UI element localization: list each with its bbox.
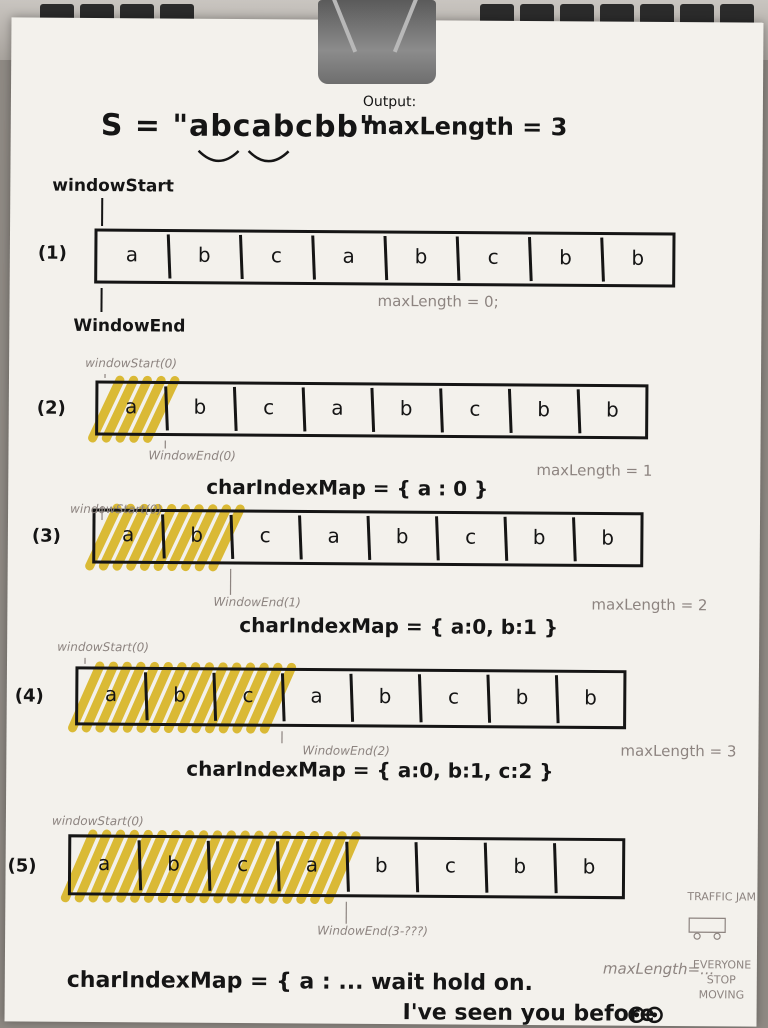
row-number: (3) [32,526,61,547]
title-bracket [199,151,239,161]
array-cell: b [347,853,416,877]
array-cell: a [97,394,166,418]
seen-you-before-text: I've seen you before [402,1000,654,1027]
array-cell: b [509,397,578,421]
paper-sheet: S = "abcabcbb" Output: maxLength = 3 win… [5,17,764,1026]
traffic-jam-text: TRAFFIC JAM [687,890,756,903]
array-cell: b [372,396,441,420]
array-cell: c [416,853,485,877]
window-start-label: windowStart [52,176,174,197]
row-number: (5) [8,855,37,876]
array-cell: b [165,394,234,418]
max-length-note: maxLength = 2 [591,595,707,614]
array-cell: a [94,522,163,546]
window-end-note: WindowEnd(1) [213,595,300,610]
binder-clip [318,0,436,84]
stop-text: STOP [707,973,736,986]
array-cell: c [240,243,312,268]
everyone-text: EVERYONE [693,958,751,971]
array-cell: c [436,524,505,548]
char-index-map: charIndexMap = { a:0, b:1 } [239,613,558,639]
array-cell: a [299,523,368,547]
max-length-note: maxLength = 0; [377,292,498,311]
array-cell: a [96,242,168,267]
array-cell: b [145,682,214,706]
array-cell: c [234,395,303,419]
char-index-map: charIndexMap = { a:0, b:1, c:2 } [186,757,553,784]
max-length-note: maxLength = 1 [536,461,652,480]
car-doodle [689,918,725,932]
max-length-note: maxLength = 3 [620,742,736,761]
window-start-note: windowStart(0) [52,814,144,829]
window-end-label: WindowEnd [73,316,185,337]
array-cell: b [573,525,642,549]
window-end-note: WindowEnd(3-???) [317,924,428,939]
clip-wire [393,0,419,53]
array-cell: b [488,685,557,709]
array-cell: c [457,245,529,270]
array-cell: a [77,682,146,706]
array-cell: a [303,395,372,419]
array-cell: c [440,396,509,420]
array-cell: a [282,683,351,707]
array-cell: b [351,684,420,708]
array-cell: b [556,685,625,709]
array-cell: b [485,854,554,878]
array-cell: a [277,852,346,876]
array-cell: a [313,243,385,268]
string-definition: S = "abcabcbb" [101,108,376,145]
array-cell: b [139,851,208,875]
array-cell: b [168,242,240,267]
window-start-note: windowStart(0) [57,640,149,655]
car-wheel [694,933,700,939]
array-cell: b [554,854,623,878]
clip-wire [331,0,357,53]
car-wheel [714,933,720,939]
window-start-note: windowStart(0) [85,356,177,371]
row-number: (2) [37,398,66,419]
array-cell: b [602,246,674,271]
output-value: maxLength = 3 [363,112,568,141]
row-number: (4) [15,685,44,706]
final-map-text: charIndexMap = { a : ... wait hold on. [67,968,533,996]
array-cell: c [208,852,277,876]
output-label: Output: [363,94,416,110]
window-start-note: windowStart(0) [70,502,162,517]
array-cell: b [578,397,647,421]
window-end-note: WindowEnd(0) [148,448,235,463]
array-cell: b [385,244,457,269]
array-cell: c [231,523,300,547]
char-index-map: charIndexMap = { a : 0 } [206,475,488,501]
title-bracket [249,151,289,161]
row-number: (1) [38,243,67,264]
moving-text: MOVING [699,988,745,1001]
array-cell: b [505,525,574,549]
array-cell: b [162,522,231,546]
array-cell: c [419,684,488,708]
array-cell: c [214,683,283,707]
window-end-note: WindowEnd(2) [302,743,389,758]
array-cell: a [70,851,139,875]
array-cell: b [529,245,601,270]
array-cell: b [368,524,437,548]
